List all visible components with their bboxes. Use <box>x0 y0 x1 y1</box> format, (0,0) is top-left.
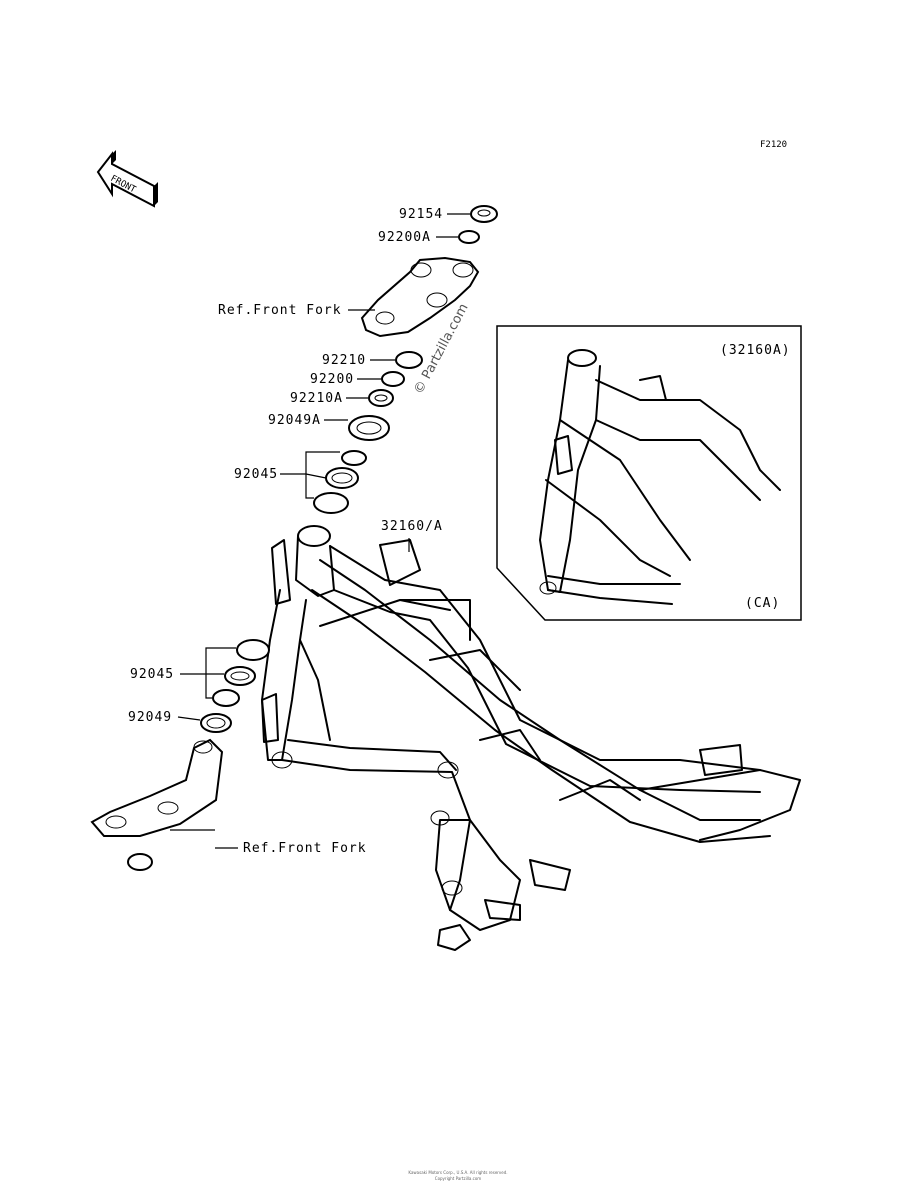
upper-triple-clamp <box>360 256 480 338</box>
label-ref-front-fork-bottom: Ref.Front Fork <box>243 841 367 856</box>
part-92045-lower-bearing <box>224 666 256 686</box>
footer-copyright-2: Copyright Partzilla.com <box>435 1176 482 1181</box>
part-92210 <box>395 351 423 369</box>
label-92200: 92200 <box>310 372 354 387</box>
part-92154-nut <box>470 205 498 223</box>
label-92200a: 92200A <box>378 230 431 245</box>
inset-label-top: (32160A) <box>720 343 791 358</box>
label-92210a: 92210A <box>290 391 343 406</box>
part-92045-lower-cup <box>212 689 240 707</box>
label-92049: 92049 <box>128 710 172 725</box>
part-92200 <box>381 371 405 387</box>
figure-code: F2120 <box>760 140 787 150</box>
label-ref-front-fork-top: Ref.Front Fork <box>218 303 342 318</box>
lower-triple-clamp <box>90 738 224 871</box>
part-92045-upper-cup <box>313 492 349 514</box>
inset-ca-frame: (32160A) (CA) <box>496 325 802 621</box>
front-arrow-icon: FRONT <box>96 150 158 208</box>
label-92154: 92154 <box>399 207 443 222</box>
main-frame <box>261 525 801 951</box>
label-92045-upper: 92045 <box>234 467 278 482</box>
leader-lines-upper <box>280 213 470 552</box>
label-92045-lower: 92045 <box>130 667 174 682</box>
label-32160a: 32160/A <box>381 519 443 534</box>
footer-copyright: Kawasaki Motors Corp., U.S.A. All rights… <box>408 1170 507 1175</box>
part-92045-upper-race <box>341 450 367 466</box>
inset-label-bottom: (CA) <box>745 596 780 611</box>
part-92200a-washer <box>458 230 480 244</box>
part-92210a <box>368 389 394 407</box>
label-92049a: 92049A <box>268 413 321 428</box>
label-92210: 92210 <box>322 353 366 368</box>
part-92049-seal <box>200 713 232 733</box>
part-92045-upper-bearing <box>325 467 359 489</box>
part-92045-lower-race <box>236 639 270 661</box>
leader-lines-lower <box>170 647 238 849</box>
part-92049a-seal <box>348 415 390 441</box>
